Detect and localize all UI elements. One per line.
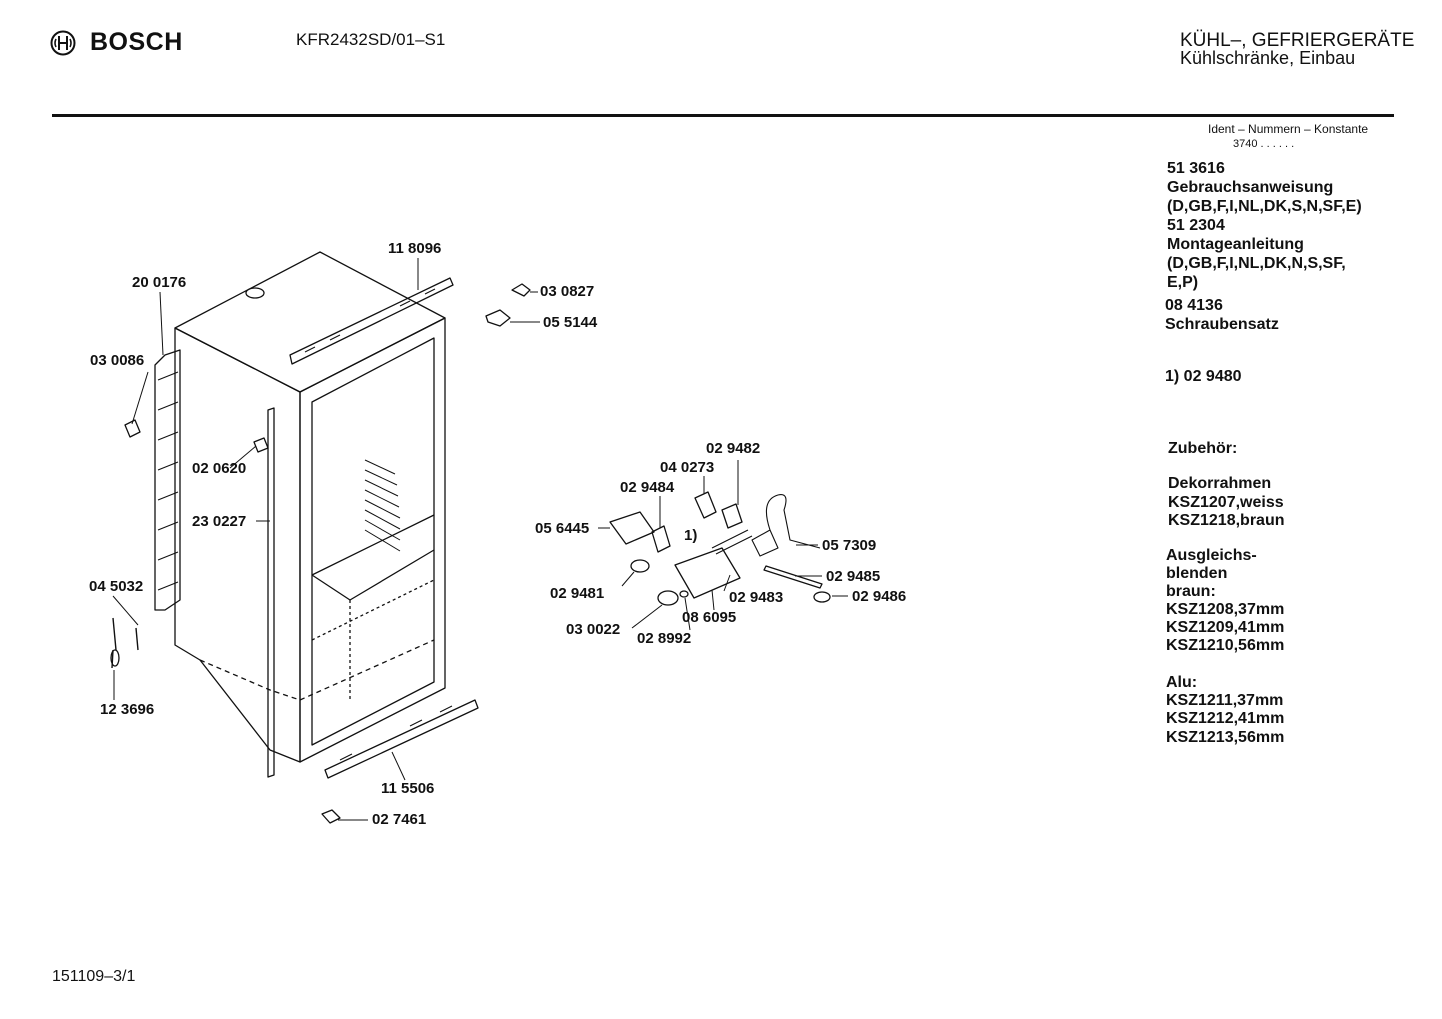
cabinet-shelf <box>311 514 435 601</box>
ident-value: 3740 . . . . . . <box>1233 138 1295 150</box>
part-030827-shape <box>511 283 531 297</box>
decor-frame-brown: KSZ1218,braun <box>1168 512 1285 529</box>
part-029484-shape <box>651 525 671 553</box>
bosch-logo: BOSCH <box>50 28 183 57</box>
filler-brown-41: KSZ1209,41mm <box>1166 619 1285 636</box>
footnote-1: 1) 02 9480 <box>1165 368 1242 385</box>
condenser-grid <box>154 349 181 611</box>
part-label-030086: 03 0086 <box>90 352 145 369</box>
part-056445-shape <box>609 511 655 545</box>
part-label-123696: 12 3696 <box>100 701 155 718</box>
part-057309-shape <box>751 494 821 557</box>
decor-frame-title: Dekorrahmen <box>1168 475 1272 492</box>
category-subtitle: Kühlschränke, Einbau <box>1180 48 1356 68</box>
part-label-029481: 02 9481 <box>550 585 605 602</box>
leader-lines <box>112 258 848 821</box>
part-label-footnote-marker: 1) <box>684 527 698 544</box>
part-label-118096: 11 8096 <box>388 240 442 257</box>
part-label-045032: 04 5032 <box>89 578 144 595</box>
part-label-029485: 02 9485 <box>826 568 881 585</box>
cabinet-bottom <box>199 639 435 701</box>
part-029482-shape <box>721 503 743 529</box>
brand-name: BOSCH <box>90 28 183 56</box>
door-seal-strip <box>267 407 275 778</box>
part-label-028992: 02 8992 <box>637 630 692 647</box>
top-hinge-rail <box>289 277 454 365</box>
model-number: KFR2432SD/01–S1 <box>296 30 446 49</box>
installation-languages: (D,GB,F,I,NL,DK,N,S,SF, <box>1167 255 1346 272</box>
part-label-027461: 02 7461 <box>372 811 427 828</box>
part-label-230227: 23 0227 <box>192 513 247 530</box>
part-045032-shape <box>111 617 139 669</box>
bosch-armature-icon <box>50 30 76 55</box>
part-label-020620: 02 0620 <box>192 460 247 477</box>
part-label-040273: 04 0273 <box>660 459 715 476</box>
bottom-hinge-rail <box>324 699 479 779</box>
cabinet-top-plug <box>245 287 265 299</box>
part-029485-shape <box>763 565 823 589</box>
part-055144-shape <box>485 309 511 327</box>
manual-languages: (D,GB,F,I,NL,DK,S,N,SF,E) <box>1167 198 1362 215</box>
evaporator-fins <box>364 459 401 552</box>
part-029481-shape <box>630 559 650 573</box>
part-027461-shape <box>321 809 341 824</box>
ident-label: Ident – Nummern – Konstante <box>1208 122 1369 136</box>
filler-alu-37: KSZ1211,37mm <box>1166 692 1284 709</box>
installation-title: Montageanleitung <box>1167 236 1304 253</box>
cabinet-front-inner <box>311 337 435 746</box>
part-label-086095: 08 6095 <box>682 609 737 626</box>
part-020620-shape <box>253 437 269 453</box>
category-title: KÜHL–, GEFRIERGERÄTE <box>1180 30 1415 51</box>
cabinet-side <box>174 327 301 763</box>
part-040273-shape <box>694 491 717 519</box>
part-label-200176: 20 0176 <box>132 274 187 291</box>
filler-alu-56: KSZ1213,56mm <box>1166 729 1285 746</box>
cabinet-inner-back <box>311 579 435 700</box>
manual-title: Gebrauchsanweisung <box>1167 179 1334 196</box>
cabinet-top <box>174 251 446 393</box>
part-label-057309: 05 7309 <box>822 537 877 554</box>
part-028992-shape <box>679 590 689 598</box>
filler-brown-37: KSZ1208,37mm <box>1166 601 1285 618</box>
part-label-029483: 02 9483 <box>729 589 784 606</box>
filler-alu-41: KSZ1212,41mm <box>1166 710 1285 727</box>
manual-part-number: 51 3616 <box>1167 160 1225 177</box>
accessories-heading: Zubehör: <box>1168 440 1238 457</box>
part-label-056445: 05 6445 <box>535 520 590 537</box>
part-label-029482: 02 9482 <box>706 440 761 457</box>
filler-title-2: blenden <box>1166 565 1228 582</box>
screwset-title: Schraubensatz <box>1165 316 1279 333</box>
part-123696-shape <box>110 649 120 667</box>
installation-part-number: 51 2304 <box>1167 217 1225 234</box>
filler-title-1: Ausgleichs- <box>1166 547 1257 564</box>
part-label-030827: 03 0827 <box>540 283 595 300</box>
part-label-029484: 02 9484 <box>620 479 675 496</box>
cabinet-front-frame <box>299 317 446 763</box>
part-label-055144: 05 5144 <box>543 314 598 331</box>
filler-alu-heading: Alu: <box>1166 674 1198 691</box>
filler-brown-56: KSZ1210,56mm <box>1166 637 1285 654</box>
header-divider <box>52 114 1394 117</box>
installation-languages-cont: E,P) <box>1167 274 1199 291</box>
decor-frame-white: KSZ1207,weiss <box>1168 494 1284 511</box>
part-030086-shape <box>124 419 141 438</box>
part-label-030022: 03 0022 <box>566 621 621 638</box>
part-thermostat-housing <box>674 547 741 599</box>
part-label-029486: 02 9486 <box>852 588 907 605</box>
part-label-115506: 11 5506 <box>381 780 435 797</box>
part-029486-shape <box>813 591 831 603</box>
part-030022-shape <box>657 590 679 606</box>
sheet-number: 151109–3/1 <box>52 968 136 985</box>
filler-brown-heading: braun: <box>1166 583 1216 600</box>
screwset-part-number: 08 4136 <box>1165 297 1223 314</box>
part-029483-shape <box>711 529 753 555</box>
